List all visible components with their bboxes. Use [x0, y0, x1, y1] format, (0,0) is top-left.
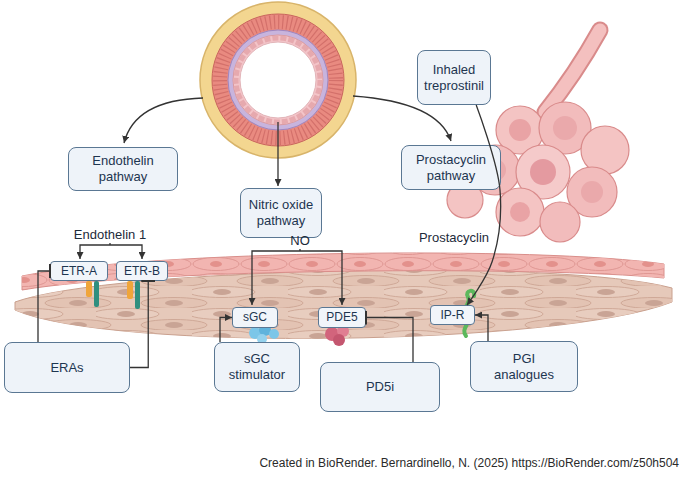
- node-text: sGC: [243, 310, 267, 324]
- ligand-label: Prostacyclin: [410, 230, 498, 246]
- process-box: Prostacyclin pathway: [401, 145, 501, 190]
- node-text: sGC stimulator: [221, 351, 293, 382]
- enzyme-blob: [269, 329, 279, 339]
- process-box: PD5i: [320, 362, 440, 412]
- receptor-box: IP-R: [430, 305, 475, 325]
- receptor-box: sGC: [232, 307, 278, 328]
- process-box: PGI analogues: [470, 341, 578, 392]
- process-box: sGC stimulator: [214, 342, 300, 392]
- receptor-box: ETR-B: [116, 261, 168, 281]
- process-box: Inhaled treprostinil: [417, 50, 491, 105]
- ligand-label: Endothelin 1: [62, 227, 158, 243]
- receptor-helix: [127, 281, 133, 299]
- endothelial-layer: [22, 253, 664, 290]
- ligand-bracket: [80, 245, 142, 259]
- arrow-connector: [475, 315, 488, 341]
- node-text: PGI analogues: [487, 351, 561, 382]
- ligand-bracket: [252, 251, 342, 305]
- inhibition-connector: [38, 271, 50, 342]
- node-text: ERAs: [50, 360, 83, 376]
- alveolus: [540, 202, 580, 242]
- arrow-connector: [220, 318, 232, 343]
- receptor-helix: [94, 281, 99, 307]
- alveolus-core: [530, 159, 556, 185]
- vessel-intima: [228, 30, 328, 130]
- process-box: ERAs: [4, 342, 130, 393]
- alveolus-core: [510, 202, 530, 222]
- endothelial-cells: [22, 253, 664, 290]
- node-text: Inhaled treprostinil: [422, 62, 486, 93]
- bronchus: [545, 30, 600, 112]
- node-text: PD5i: [366, 379, 394, 395]
- inhibition-connector: [130, 281, 148, 368]
- bronchus-outline: [545, 30, 600, 112]
- alveolus-core: [509, 119, 531, 141]
- enzyme-blob: [333, 334, 345, 346]
- node-text: IP-R: [441, 308, 465, 322]
- endothelium-wave: [236, 38, 320, 122]
- receptor-helix: [86, 281, 92, 297]
- pathway-arrow: [277, 122, 278, 186]
- receptor-box: ETR-A: [50, 261, 108, 281]
- node-text: ETR-A: [61, 264, 97, 278]
- vessel-lumen: [240, 42, 316, 118]
- arrow-connector: [467, 105, 501, 305]
- receptor-helix: [135, 281, 140, 309]
- alveolus: [496, 188, 544, 236]
- vessel-endothelium: [233, 35, 323, 125]
- process-box: Endothelin pathway: [68, 147, 178, 191]
- ligand-stub: [299, 249, 300, 251]
- alveolus-core: [553, 116, 577, 140]
- process-box: Nitric oxide pathway: [240, 188, 322, 238]
- ligand-stub: [109, 243, 110, 245]
- inhibition-connector: [366, 318, 413, 363]
- pathway-arrow: [124, 98, 203, 143]
- node-text: Endothelin pathway: [83, 153, 163, 184]
- attribution-caption: Created in BioRender. Bernardinello, N. …: [259, 456, 679, 470]
- muscle-striation: [220, 22, 336, 138]
- pde5-enzyme: [325, 325, 349, 346]
- receptor-box: PDE5: [318, 307, 366, 328]
- node-text: Prostacyclin pathway: [408, 152, 494, 183]
- node-text: ETR-B: [124, 264, 160, 278]
- node-text: Nitric oxide pathway: [245, 197, 317, 228]
- ligand-label: NO: [280, 233, 320, 249]
- node-text: PDE5: [326, 310, 357, 324]
- alveolus-core: [581, 181, 603, 203]
